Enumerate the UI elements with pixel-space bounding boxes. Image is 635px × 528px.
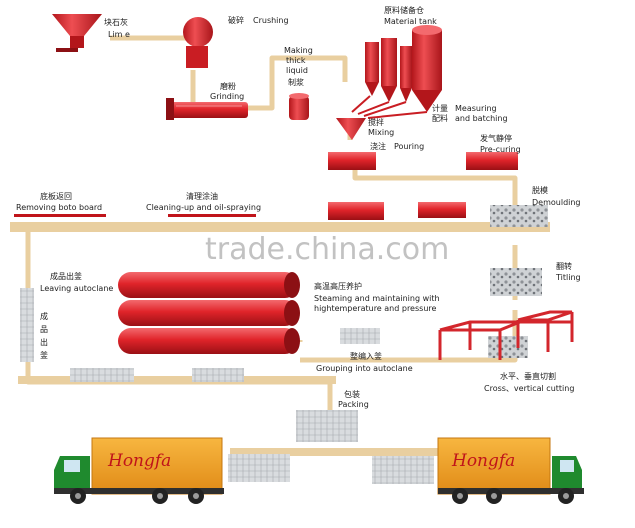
label-grinding-en: Grinding (210, 92, 245, 101)
label-making-3: liquid (286, 66, 308, 75)
tilting-block (490, 268, 542, 296)
label-crushing-en: Crushing (253, 16, 289, 25)
label-mixing-cn: 搅拌 (368, 118, 384, 127)
material-silos (351, 25, 442, 119)
label-packing-cn: 包装 (344, 390, 360, 399)
label-leaving-cn: 成品出釜 (50, 272, 82, 281)
mould-2 (418, 202, 466, 218)
label-measuring-cn-2: 配料 (432, 114, 448, 123)
label-steaming-cn: 高温高压养护 (314, 282, 362, 291)
label-making-2: thick (286, 56, 306, 65)
label-pouring-en: Pouring (394, 142, 425, 151)
label-demoulding-en: Demoulding (532, 198, 581, 207)
label-cleaning-cn: 清理涂油 (186, 192, 218, 201)
mould-1 (328, 202, 384, 220)
label-making-cn: 制浆 (288, 78, 304, 87)
precuring-mould (466, 152, 518, 170)
road-stack-1 (228, 454, 290, 482)
label-steaming-en-1: Steaming and maintaining with (314, 294, 440, 303)
road-stack-2 (372, 456, 434, 484)
label-removing-en: Removing boto board (16, 203, 103, 212)
truck-right (437, 437, 584, 504)
lower-stack-1 (70, 368, 134, 382)
underline-removing (14, 214, 106, 217)
pouring-mould (328, 152, 376, 170)
truck-road (230, 448, 440, 456)
label-mixing-en: Mixing (368, 128, 395, 137)
label-crushing-cn: 破碎 (228, 16, 244, 25)
autoclave-3 (118, 328, 300, 354)
label-leaving-en: Leaving autoclane (40, 284, 114, 293)
truck-brand-right: Hongfa (452, 451, 516, 471)
demould-block (490, 205, 548, 227)
label-making-1: Making (284, 46, 313, 55)
liquid-tank (289, 93, 309, 120)
lime-hopper (52, 14, 102, 52)
watermark: trade.china.com (205, 232, 450, 267)
truck-brand-left: Hongfa (108, 451, 172, 471)
label-grinding-cn: 磨粉 (220, 82, 236, 91)
label-lime-cn: 块石灰 (104, 18, 128, 27)
label-material-tank-en: Material tank (384, 17, 437, 26)
label-grouping-cn: 整编入釜 (350, 352, 382, 361)
label-steaming-en-2: hightemperature and pressure (314, 304, 437, 313)
vertical-stack (20, 288, 34, 362)
main-return-conveyor (10, 222, 550, 232)
label-precuring-cn: 发气静停 (480, 134, 512, 143)
label-grouping-en: Grouping into autoclane (316, 364, 413, 373)
lower-conveyor (18, 376, 336, 384)
label-cutting-cn: 水平、垂直切割 (500, 372, 556, 381)
label-demoulding-cn: 脱模 (532, 186, 548, 195)
label-measuring-en-1: Measuring (455, 104, 497, 113)
lower-stack-2 (192, 368, 244, 382)
label-tilting-en: Titling (556, 273, 581, 282)
label-cutting-en: Cross、vertical cutting (484, 384, 575, 393)
label-packing-en: Packing (338, 400, 369, 409)
label-lime-en: Lim e (108, 30, 130, 39)
label-tilting-cn: 翻转 (556, 262, 572, 271)
label-precuring-en: Pre-curing (480, 145, 521, 154)
label-product-out-vertical: 成品出釜 (40, 312, 48, 360)
grouping-stack (340, 328, 380, 344)
label-removing-cn: 底板返回 (40, 192, 72, 201)
packing-stack (296, 410, 358, 442)
label-pouring-cn: 浇注 (370, 142, 386, 151)
cutting-frame (438, 310, 574, 360)
label-material-tank-cn: 原料储备仓 (384, 6, 424, 15)
label-measuring-cn-1: 计量 (432, 104, 448, 113)
autoclave-1 (118, 272, 300, 298)
mixer (336, 118, 366, 140)
underline-cleaning (168, 214, 256, 217)
autoclave-2 (118, 300, 300, 326)
crusher (183, 17, 213, 68)
label-cleaning-en: Cleaning-up and oil-spraying (146, 203, 262, 212)
grinding-mill (166, 98, 248, 120)
truck-left (54, 437, 224, 504)
cutting-block (488, 336, 528, 358)
label-measuring-en-2: and batching (455, 114, 508, 123)
